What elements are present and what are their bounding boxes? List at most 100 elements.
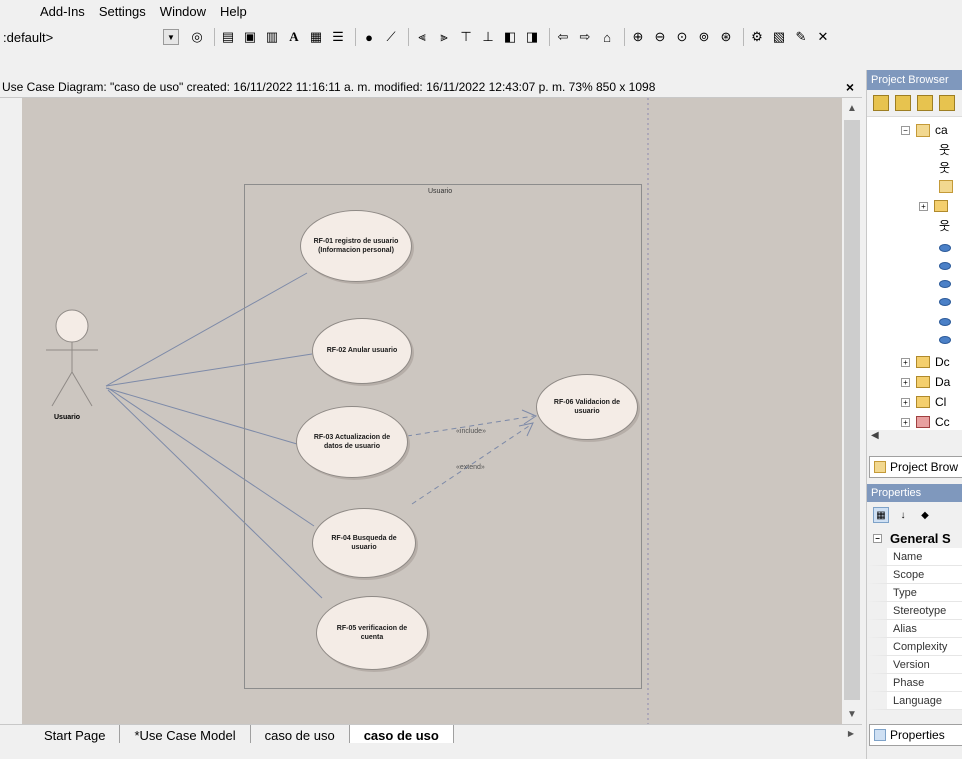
- property-alias[interactable]: Alias: [867, 620, 962, 638]
- align-bottom-icon[interactable]: ⊥: [482, 29, 494, 44]
- new-package-icon[interactable]: [873, 95, 889, 111]
- tab-scroll-right-icon[interactable]: ▶: [847, 729, 854, 738]
- tree-item-use-case[interactable]: [939, 313, 956, 331]
- tab-caso-de-uso[interactable]: caso de uso: [251, 725, 350, 743]
- send-back-icon[interactable]: ◨: [525, 29, 539, 44]
- chevron-down-icon[interactable]: ▼: [163, 29, 179, 45]
- layout-icon[interactable]: ⚙: [751, 29, 763, 44]
- delete-icon[interactable]: ✕: [817, 29, 829, 44]
- document-icon[interactable]: ▥: [265, 29, 279, 44]
- zoom-page-icon[interactable]: ⊛: [720, 29, 732, 44]
- use-case-rf03[interactable]: RF-03 Actualizacion de datos de usuario: [296, 406, 408, 478]
- tree-item-use-case[interactable]: [939, 257, 956, 275]
- tree-item-folder[interactable]: +: [919, 197, 953, 215]
- property-type[interactable]: Type: [867, 584, 962, 602]
- element-icon[interactable]: ◆: [921, 509, 929, 521]
- image-icon[interactable]: ▦: [309, 29, 323, 44]
- menu-add-ins[interactable]: Add-Ins: [40, 3, 85, 19]
- sort-alpha-icon[interactable]: ↓: [900, 509, 906, 521]
- association-line[interactable]: [107, 387, 315, 527]
- tree-item-diagram[interactable]: [939, 177, 958, 195]
- menu-help[interactable]: Help: [220, 3, 247, 19]
- pencil-icon[interactable]: ✎: [795, 29, 807, 44]
- home-icon[interactable]: ⌂: [603, 29, 611, 45]
- note-icon[interactable]: ▤: [221, 29, 235, 44]
- paint-icon[interactable]: ●: [365, 29, 373, 45]
- zoom-out-icon[interactable]: ⊖: [654, 29, 666, 44]
- tab-project-browser[interactable]: Project Brow: [869, 456, 962, 478]
- extend-line[interactable]: [411, 423, 533, 505]
- system-boundary[interactable]: [244, 184, 642, 689]
- perspective-select[interactable]: :default> ▼: [0, 27, 180, 47]
- use-case-rf05[interactable]: RF-05 verificacion de cuenta: [316, 596, 428, 670]
- tree-item-package[interactable]: + Cl: [901, 393, 946, 411]
- target-icon[interactable]: ◎: [191, 29, 203, 44]
- scroll-left-icon[interactable]: ◀: [871, 430, 879, 441]
- diagram-canvas[interactable]: Usuario Usuario RF-01 registro de usuari…: [22, 98, 842, 724]
- association-line[interactable]: [107, 389, 323, 599]
- align-top-icon[interactable]: ⊤: [460, 29, 472, 44]
- use-case-rf06[interactable]: RF-06 Validacion de usuario: [536, 374, 638, 440]
- tree-item-package[interactable]: + Dc: [901, 353, 950, 371]
- property-scope[interactable]: Scope: [867, 566, 962, 584]
- expand-icon[interactable]: +: [901, 417, 910, 427]
- include-line[interactable]: [406, 415, 535, 437]
- zoom-in-icon[interactable]: ⊕: [632, 29, 644, 44]
- frame-icon[interactable]: ▣: [243, 29, 257, 44]
- tree-item-use-case[interactable]: [939, 275, 956, 293]
- bring-front-icon[interactable]: ◧: [503, 29, 517, 44]
- expand-icon[interactable]: +: [919, 201, 928, 211]
- property-stereotype[interactable]: Stereotype: [867, 602, 962, 620]
- align-left-icon[interactable]: ⫷: [418, 29, 426, 44]
- text-tool-icon[interactable]: A: [289, 29, 299, 44]
- property-phase[interactable]: Phase: [867, 674, 962, 692]
- tree-item-package[interactable]: + Da: [901, 373, 950, 391]
- list-icon[interactable]: ☰: [332, 29, 344, 44]
- expand-icon[interactable]: +: [901, 357, 910, 367]
- menu-window[interactable]: Window: [159, 3, 207, 19]
- line-style-icon[interactable]: ⟋: [386, 29, 396, 44]
- new-diagram-icon[interactable]: [917, 95, 933, 111]
- property-version[interactable]: Version: [867, 656, 962, 674]
- tab-properties[interactable]: Properties: [869, 724, 962, 746]
- use-case-rf02[interactable]: RF-02 Anular usuario: [312, 318, 412, 384]
- expand-icon[interactable]: +: [901, 377, 910, 387]
- tree-item-use-case[interactable]: [939, 293, 956, 311]
- use-case-rf01[interactable]: RF-01 registro de usuario (Informacion p…: [300, 210, 412, 282]
- new-folder-icon[interactable]: [895, 95, 911, 111]
- tree-horizontal-scrollbar[interactable]: ◀: [867, 430, 962, 446]
- use-case-rf04[interactable]: RF-04 Busqueda de usuario: [312, 508, 416, 578]
- tree-item-actor[interactable]: 웃: [939, 217, 954, 235]
- properties-icon[interactable]: ▧: [772, 29, 786, 44]
- tab-use-case-model[interactable]: *Use Case Model: [120, 725, 251, 743]
- close-icon[interactable]: ×: [845, 79, 854, 95]
- scroll-up-icon[interactable]: ▲: [847, 102, 857, 114]
- scrollbar-thumb[interactable]: [844, 120, 860, 700]
- project-tree[interactable]: − ca 웃 웃 + 웃 + Dc +: [867, 116, 962, 432]
- tree-root[interactable]: − ca: [901, 121, 948, 139]
- properties-section-general[interactable]: − General S: [867, 528, 962, 548]
- association-line[interactable]: [105, 387, 298, 445]
- tree-item-actor[interactable]: 웃: [939, 141, 954, 159]
- diagram-vertical-scrollbar[interactable]: ▲ ▼: [842, 98, 862, 724]
- new-element-icon[interactable]: [939, 95, 955, 111]
- tree-item-package[interactable]: + Cc: [901, 413, 950, 431]
- tree-item-actor[interactable]: 웃: [939, 159, 954, 177]
- align-right-icon[interactable]: ⫸: [440, 29, 448, 44]
- tree-item-use-case[interactable]: [939, 239, 956, 257]
- tab-start-page[interactable]: Start Page: [30, 725, 121, 743]
- collapse-icon[interactable]: −: [901, 125, 910, 135]
- forward-arrow-icon[interactable]: ⇨: [579, 29, 591, 44]
- categorized-icon[interactable]: ▦: [873, 507, 889, 523]
- property-complexity[interactable]: Complexity: [867, 638, 962, 656]
- property-language[interactable]: Language: [867, 692, 962, 710]
- menu-settings[interactable]: Settings: [98, 3, 146, 19]
- association-line[interactable]: [105, 353, 313, 387]
- association-line[interactable]: [105, 272, 308, 387]
- tree-item-use-case[interactable]: [939, 331, 956, 349]
- zoom-fit-icon[interactable]: ⊙: [676, 29, 688, 44]
- scroll-down-icon[interactable]: ▼: [847, 708, 857, 720]
- zoom-100-icon[interactable]: ⊚: [698, 29, 710, 44]
- property-name[interactable]: Name: [867, 548, 962, 566]
- tab-caso-de-uso-active[interactable]: caso de uso: [349, 725, 454, 743]
